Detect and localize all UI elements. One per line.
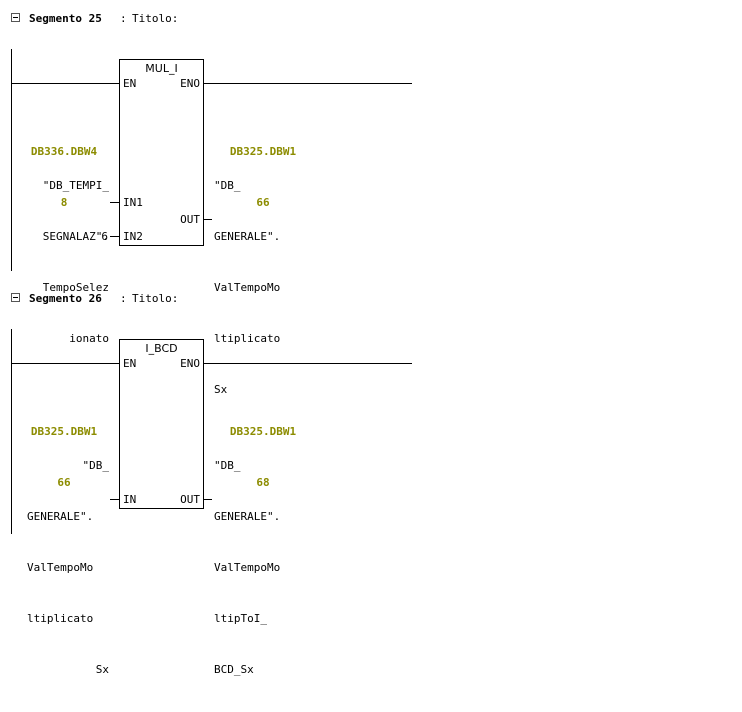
symbol-line: BCD_Sx: [214, 663, 254, 676]
symbol-line: GENERALE".: [214, 510, 281, 523]
symbol-line: GENERALE".: [214, 230, 281, 243]
address-line: DB325.DBW1: [229, 145, 297, 158]
symbol-line: ltipToI_: [214, 612, 267, 625]
out-pin: OUT: [180, 493, 200, 506]
symbol-line: "DB_: [82, 459, 110, 472]
out-address: DB325.DBW1 68: [218, 389, 308, 525]
symbol-line: "DB_TEMPI_: [42, 179, 109, 192]
in-wire: [110, 499, 119, 500]
symbol-line: ltiplicato: [214, 332, 281, 345]
eno-pin: ENO: [180, 357, 200, 370]
in2-value[interactable]: 6: [101, 230, 108, 243]
symbol-line: Sx: [95, 663, 109, 676]
in-address: DB325.DBW1 66: [20, 389, 108, 525]
mul-i-block[interactable]: MUL_I EN ENO IN1 OUT IN2: [119, 59, 204, 246]
address-line: DB325.DBW1: [229, 425, 297, 438]
segment-25-header: Segmento 25 : Titolo:: [0, 10, 178, 27]
symbol-line: ValTempoMo: [214, 561, 281, 574]
in1-wire: [110, 202, 119, 203]
symbol-line: ionato: [69, 332, 109, 345]
address-line: DB325.DBW1: [30, 425, 98, 438]
address-line: 8: [60, 196, 68, 209]
collapse-segment-26-button[interactable]: [11, 293, 20, 302]
segment-25-title[interactable]: Titolo:: [132, 12, 179, 25]
in-symbol: "DB_ GENERALE". ValTempoMo ltiplicato Sx: [27, 423, 109, 712]
in1-pin: IN1: [123, 196, 143, 209]
en-pin: EN: [123, 77, 137, 90]
out-wire: [203, 499, 212, 500]
out-symbol: "DB_ GENERALE". ValTempoMo ltipToI_ BCD_…: [214, 423, 280, 712]
address-line: 66: [256, 196, 270, 209]
eno-wire: [203, 363, 412, 364]
segment-26-title[interactable]: Titolo:: [132, 292, 179, 305]
symbol-line: SEGNALAZ".: [42, 230, 109, 243]
en-wire: [11, 363, 119, 364]
left-power-rail: [11, 49, 12, 271]
out-pin: OUT: [180, 213, 200, 226]
address-line: 68: [256, 476, 270, 489]
symbol-line: ltiplicato: [27, 612, 94, 625]
en-wire: [11, 83, 119, 84]
symbol-line: TempoSelez: [42, 281, 109, 294]
left-power-rail: [11, 329, 12, 534]
segment-26-label: Segmento 26: [29, 292, 102, 305]
symbol-line: "DB_: [214, 179, 241, 192]
segment-25-colon: :: [120, 12, 127, 25]
block-name: MUL_I: [145, 62, 178, 75]
in1-symbol: "DB_TEMPI_ SEGNALAZ". TempoSelez ionato: [27, 143, 109, 381]
collapse-segment-25-button[interactable]: [11, 13, 20, 22]
symbol-line: ValTempoMo: [27, 561, 94, 574]
segment-26-header: Segmento 26 : Titolo:: [0, 290, 178, 307]
segment-26-colon: :: [120, 292, 127, 305]
symbol-line: "DB_: [214, 459, 241, 472]
in2-wire: [110, 236, 119, 237]
address-line: DB336.DBW4: [30, 145, 98, 158]
i-bcd-block[interactable]: I_BCD EN ENO IN OUT: [119, 339, 204, 509]
eno-pin: ENO: [180, 77, 200, 90]
out-symbol: "DB_ GENERALE". ValTempoMo ltiplicato Sx: [214, 143, 280, 432]
symbol-line: Sx: [214, 383, 228, 396]
block-name: I_BCD: [145, 342, 178, 355]
symbol-line: ValTempoMo: [214, 281, 281, 294]
symbol-line: GENERALE".: [27, 510, 94, 523]
segment-25-label: Segmento 25: [29, 12, 102, 25]
in1-address: DB336.DBW4 8: [20, 109, 108, 245]
out-wire: [203, 219, 212, 220]
in2-pin: IN2: [123, 230, 143, 243]
address-line: 66: [57, 476, 71, 489]
eno-wire: [203, 83, 412, 84]
in-pin: IN: [123, 493, 137, 506]
en-pin: EN: [123, 357, 137, 370]
out-address: DB325.DBW1 66: [218, 109, 308, 245]
